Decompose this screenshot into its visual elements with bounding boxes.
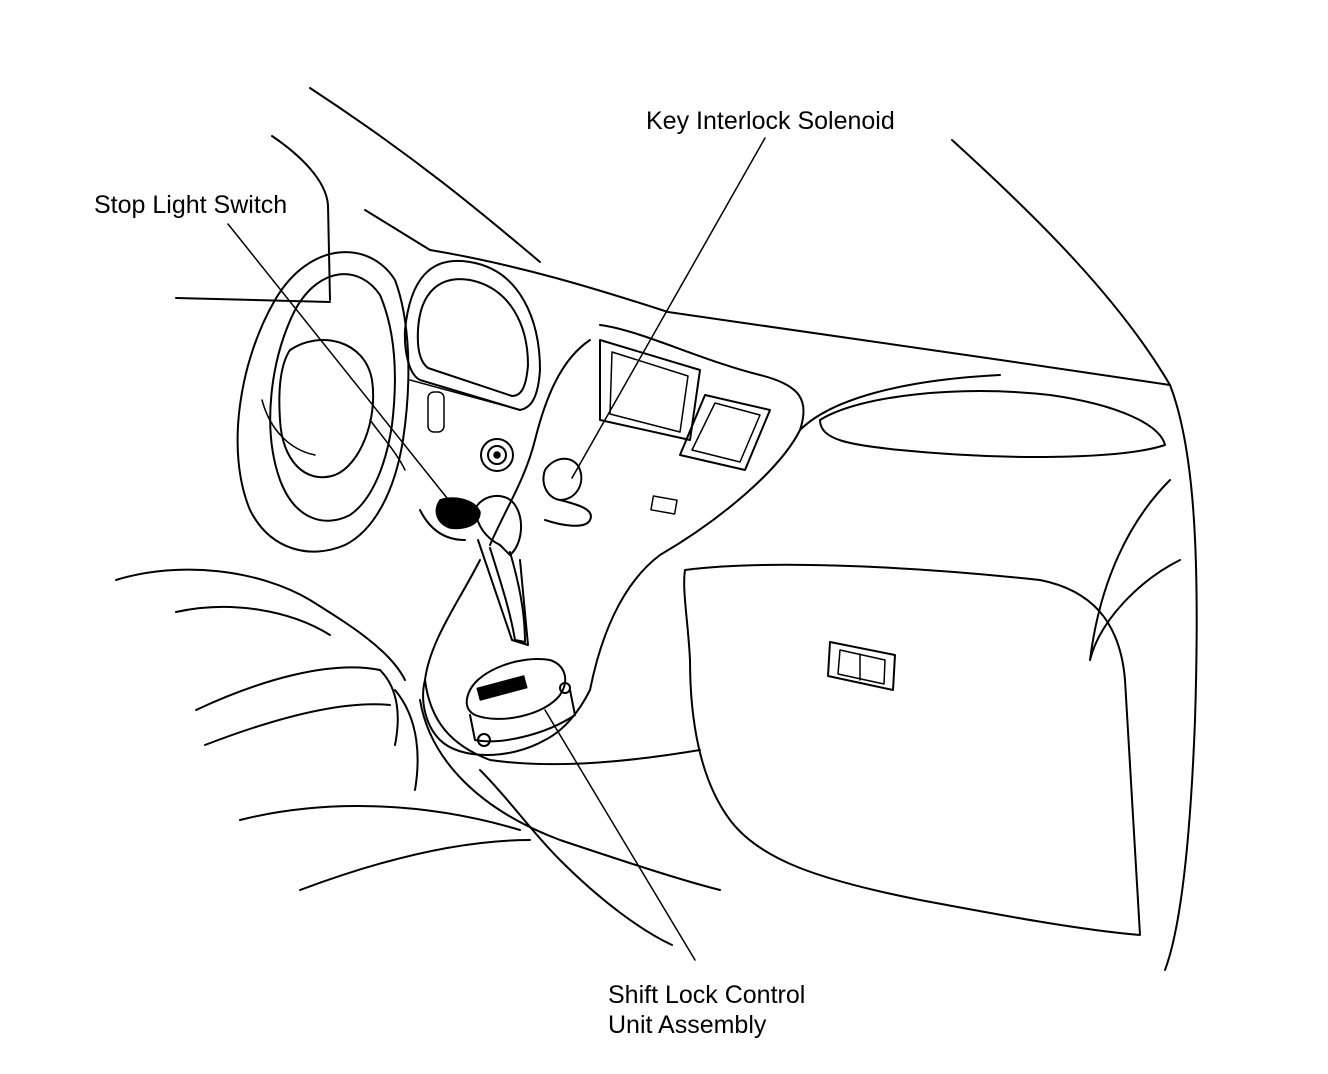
console-tunnel-2 — [419, 699, 721, 891]
radio-screen-inner — [609, 351, 689, 433]
glovebox-handle — [827, 641, 896, 691]
dash-top-edge — [364, 209, 1198, 971]
console-tunnel — [479, 769, 673, 946]
ignition-switch-outer — [480, 438, 514, 472]
cluster-knob — [427, 391, 445, 433]
radio-screen — [599, 339, 701, 441]
shift-indicator-strip — [476, 675, 528, 701]
leader-stop-light-switch — [227, 223, 456, 509]
label-key-interlock-solenoid: Key Interlock Solenoid — [646, 107, 895, 135]
label-shift-lock-line1: Shift Lock Control — [608, 981, 806, 1009]
driver-seat-top — [115, 568, 406, 681]
door-panel-curve — [1089, 479, 1181, 661]
passenger-seat-top — [394, 689, 419, 791]
glovebox-outline — [683, 563, 1141, 936]
label-shift-lock-line2: Unit Assembly — [608, 1011, 767, 1039]
console-button — [650, 495, 678, 515]
steering-wheel-hub — [278, 339, 375, 479]
steering-wheel-outer — [236, 251, 410, 553]
shift-knob — [474, 495, 522, 556]
key-interlock-solenoid-part — [542, 457, 583, 501]
floor-line-1 — [239, 805, 521, 831]
solenoid-wire — [544, 499, 592, 527]
label-shift-lock-control-unit: Shift Lock Control Unit Assembly — [608, 980, 805, 1040]
center-stack-inner-edge — [489, 339, 591, 546]
label-stop-light-switch: Stop Light Switch — [94, 191, 288, 219]
unit-screw-right — [559, 682, 571, 694]
center-stack-outline — [422, 324, 805, 756]
instrument-cluster-hood — [403, 259, 541, 411]
steering-wheel-spoke — [261, 399, 406, 471]
ignition-switch-inner — [487, 445, 507, 465]
windshield-top-line — [309, 87, 541, 263]
passenger-vent — [819, 390, 1166, 458]
cluster-lower-edge — [409, 379, 521, 411]
climate-panel — [679, 394, 771, 471]
shift-lever-shaft — [489, 547, 526, 643]
floor-line-2 — [299, 839, 531, 891]
shift-lever-body — [477, 539, 529, 646]
seatbelt-line — [175, 297, 331, 303]
unit-screw-left — [477, 733, 491, 747]
shift-gate-plate — [465, 658, 567, 720]
glovebox-handle-inner — [837, 649, 886, 685]
dash-right-face — [799, 374, 1001, 431]
ignition-switch-core — [493, 451, 501, 459]
driver-seat-mid — [175, 605, 331, 636]
leader-shift-lock-control-unit — [544, 709, 696, 961]
driver-seat-side — [195, 666, 399, 746]
stop-light-switch-bracket — [419, 509, 466, 541]
console-side — [424, 679, 701, 766]
a-pillar-line — [271, 135, 331, 301]
driver-seat-lower — [204, 703, 391, 746]
stop-light-switch-part — [435, 497, 481, 530]
climate-panel-inner — [691, 402, 761, 463]
right-pillar-line — [951, 139, 1171, 386]
leader-key-interlock-solenoid — [571, 137, 766, 479]
steering-wheel-inner — [269, 273, 396, 522]
instrument-cluster-inner — [416, 278, 529, 397]
